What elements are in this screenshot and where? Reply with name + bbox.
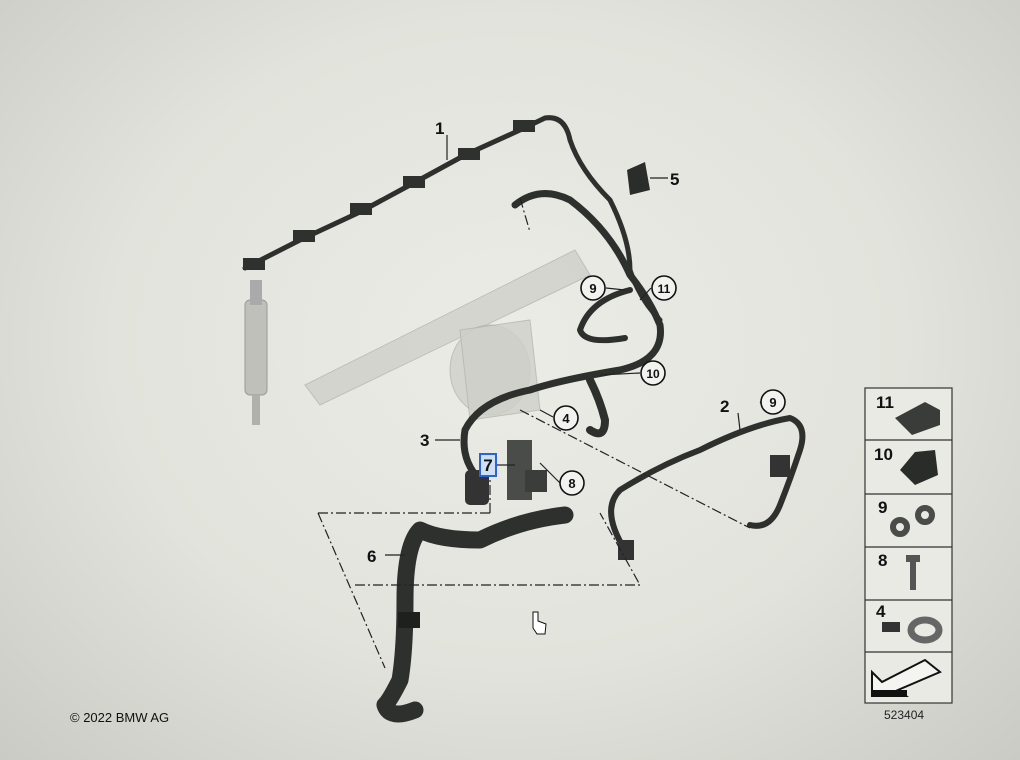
callout-10[interactable]: 10 xyxy=(640,360,666,386)
svg-text:4: 4 xyxy=(876,602,886,621)
svg-text:11: 11 xyxy=(876,393,894,412)
callout-4[interactable]: 4 xyxy=(553,405,579,431)
part-5-cap xyxy=(627,162,650,195)
legend-item-10[interactable]: 10 xyxy=(874,445,938,485)
parts-legend: 11 10 9 8 4 xyxy=(864,387,953,704)
svg-text:8: 8 xyxy=(568,476,575,491)
callout-7-highlighted[interactable]: 7 xyxy=(479,453,497,477)
callout-leaders xyxy=(385,135,771,556)
legend-item-4[interactable]: 4 xyxy=(876,602,943,644)
callout-1[interactable]: 1 xyxy=(435,119,444,138)
svg-text:7: 7 xyxy=(483,456,492,475)
double-clip-icon xyxy=(890,505,935,537)
injector xyxy=(244,280,268,425)
svg-text:11: 11 xyxy=(658,282,671,296)
part-2-line xyxy=(608,415,806,560)
hose-holder-clip-icon xyxy=(895,402,940,435)
part-6-hose xyxy=(376,506,574,723)
callout-2[interactable]: 2 xyxy=(720,397,729,416)
assembly-lines xyxy=(317,197,751,669)
hose-clamp-icon xyxy=(882,616,943,644)
svg-text:8: 8 xyxy=(878,551,887,570)
svg-text:10: 10 xyxy=(874,445,893,464)
svg-text:4: 4 xyxy=(562,411,570,426)
callout-6[interactable]: 6 xyxy=(367,547,376,566)
svg-text:9: 9 xyxy=(878,498,887,517)
callout-9-right[interactable]: 9 xyxy=(760,389,786,415)
legend-item-8[interactable]: 8 xyxy=(878,551,920,590)
callout-8[interactable]: 8 xyxy=(559,470,585,496)
svg-text:10: 10 xyxy=(646,367,660,381)
callout-9-upper[interactable]: 9 xyxy=(580,275,606,301)
svg-text:9: 9 xyxy=(589,281,596,296)
part-3-fuel-hose xyxy=(460,190,664,505)
hose-clip-icon xyxy=(900,450,938,485)
callout-5[interactable]: 5 xyxy=(670,170,679,189)
part-7-valve xyxy=(507,440,547,500)
copyright-text: © 2022 BMW AG xyxy=(70,710,170,725)
callout-11[interactable]: 11 xyxy=(651,275,677,301)
legend-item-9[interactable]: 9 xyxy=(878,498,935,537)
legend-item-11[interactable]: 11 xyxy=(876,393,940,435)
diagram-reference-number: 523404 xyxy=(884,708,925,722)
ghost-fuel-rail xyxy=(304,249,591,421)
back-arrow-button[interactable] xyxy=(871,658,942,697)
hand-cursor-icon xyxy=(532,611,547,635)
svg-text:9: 9 xyxy=(769,395,776,410)
callout-3[interactable]: 3 xyxy=(420,431,429,450)
bolt-icon xyxy=(906,555,920,590)
